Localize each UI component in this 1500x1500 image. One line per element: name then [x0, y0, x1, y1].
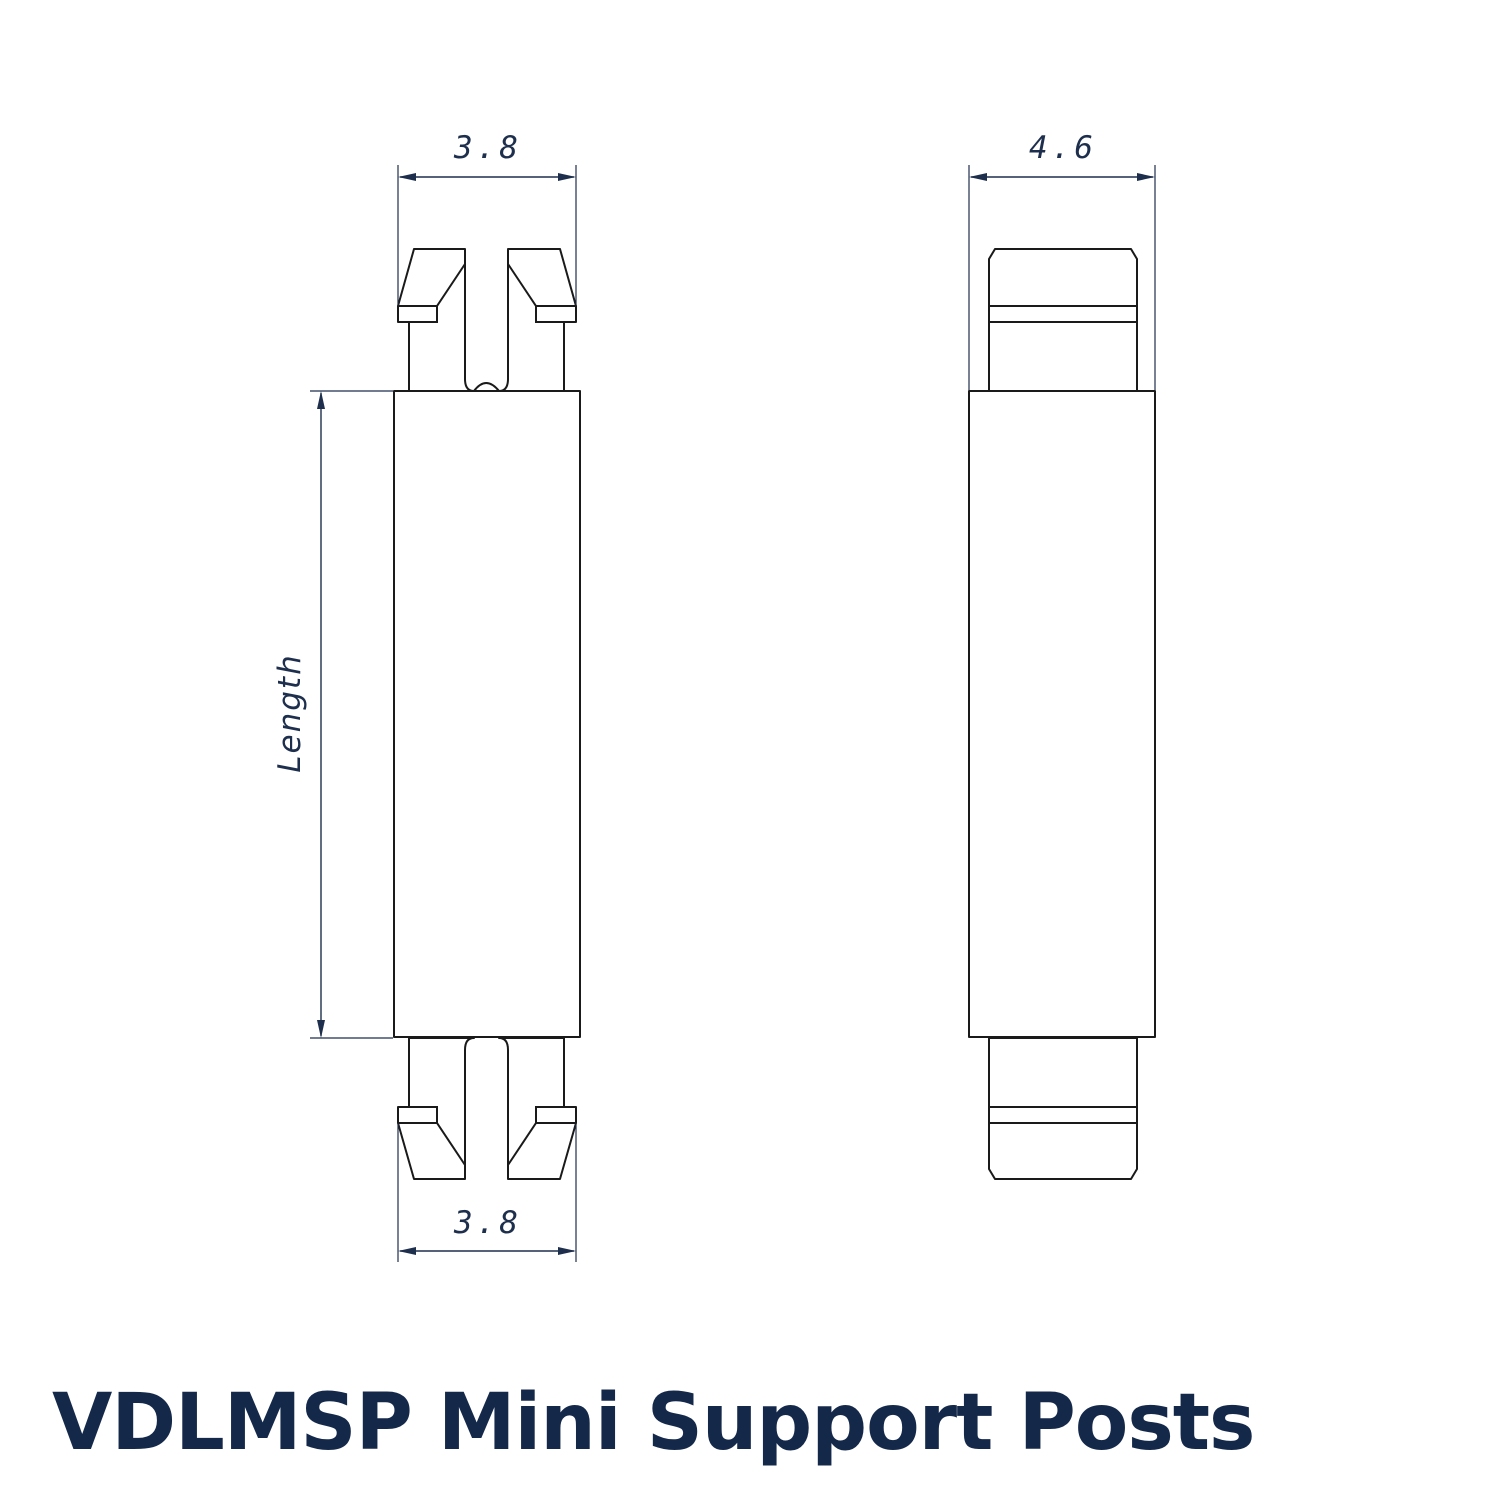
length-label: Length	[272, 653, 308, 772]
dimension-bottom-width: 3.8	[397, 1124, 577, 1262]
side-bottom-pin	[988, 1037, 1138, 1180]
side-width-label: 4.6	[1029, 130, 1097, 166]
front-bottom-right-prong	[498, 1037, 577, 1180]
dimension-length: Length	[272, 390, 393, 1039]
dimension-top-width: 3.8	[397, 130, 577, 305]
side-view	[968, 248, 1156, 1180]
side-body	[968, 390, 1156, 1038]
side-top-pin	[988, 248, 1138, 392]
bottom-width-label: 3.8	[453, 1205, 522, 1241]
front-top-prongs	[397, 248, 577, 392]
front-top-right-prong	[498, 248, 577, 392]
dimension-side-width: 4.6	[968, 130, 1156, 390]
front-body	[393, 390, 581, 1038]
top-width-label: 3.8	[453, 130, 522, 166]
front-bottom-prongs	[397, 1037, 577, 1180]
front-view	[393, 248, 581, 1180]
page-title: VDLMSP Mini Support Posts	[52, 1378, 1255, 1468]
